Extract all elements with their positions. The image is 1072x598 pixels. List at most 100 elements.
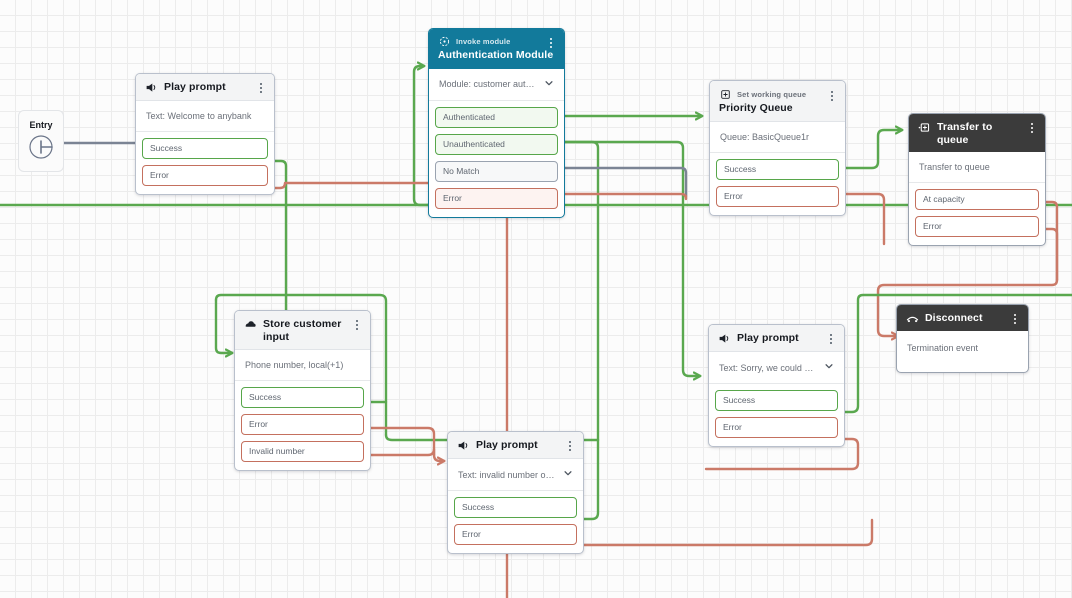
wire-transfer-error [1044, 227, 1059, 282]
wire-transfer-capacity [1044, 200, 1059, 282]
entry-node[interactable]: Entry [18, 110, 64, 172]
node-menu-icon[interactable] [1010, 312, 1020, 324]
node-body: Text: invalid number or s... [448, 459, 583, 491]
node-menu-icon[interactable] [256, 81, 266, 93]
port-success[interactable]: Success [454, 497, 577, 518]
node-header: Play prompt [709, 325, 844, 352]
node-ports: At capacity Error [909, 183, 1045, 245]
node-body: Text: Sorry, we could not... [709, 352, 844, 384]
node-body-text: Text: invalid number or s... [458, 469, 557, 480]
wire-into-play-invalid [432, 453, 444, 461]
port-no-match[interactable]: No Match [435, 160, 558, 182]
wire-invalid-error [581, 518, 874, 547]
node-body: Termination event [897, 331, 1028, 372]
port-authenticated[interactable]: Authenticated [435, 106, 558, 128]
phone-hangup-icon [906, 312, 919, 325]
entry-circle-icon [29, 135, 53, 159]
node-set-working-queue[interactable]: Set working queue Priority Queue Queue: … [709, 80, 846, 216]
wire-store-invalid [369, 447, 436, 457]
node-title: Transfer to queue [937, 121, 993, 146]
node-title: Authentication Module [438, 49, 554, 61]
node-title: Store customer input [263, 318, 342, 343]
port-error[interactable]: Error [915, 216, 1039, 237]
wire-store-error [369, 426, 436, 457]
node-subtitle: Set working queue [737, 90, 807, 99]
wire-invalid-success [581, 438, 600, 521]
wire-transfer-to-disconnect [876, 278, 1059, 336]
chevron-down-icon[interactable] [824, 361, 834, 374]
wire-into-store-input [214, 298, 232, 353]
node-header: Transfer to queue [909, 114, 1045, 152]
node-ports: Success Error [710, 153, 845, 215]
node-header: Invoke module Authentication Module [429, 29, 564, 69]
node-body-text: Transfer to queue [919, 162, 990, 172]
node-ports: Authenticated Unauthenticated No Match E… [429, 101, 564, 217]
node-transfer-to-queue[interactable]: Transfer to queue Transfer to queue At c… [908, 113, 1046, 246]
node-body-text: Text: Sorry, we could not... [719, 362, 818, 373]
port-invalid-number[interactable]: Invalid number [241, 441, 364, 462]
set-queue-icon [719, 88, 732, 101]
node-header: Play prompt [448, 432, 583, 459]
wire-queue-success [843, 130, 902, 170]
node-body-text: Phone number, local(+1) [245, 360, 344, 370]
entry-label: Entry [29, 120, 53, 130]
port-error[interactable]: Error [241, 414, 364, 435]
port-success[interactable]: Success [715, 390, 838, 411]
node-title: Priority Queue [719, 102, 793, 114]
port-success[interactable]: Success [716, 158, 839, 180]
node-play-prompt-welcome[interactable]: Play prompt Text: Welcome to anybank Suc… [135, 73, 275, 195]
node-menu-icon[interactable] [827, 89, 837, 101]
node-body-text: Queue: BasicQueue1r [720, 131, 810, 142]
chevron-down-icon[interactable] [544, 78, 554, 91]
keypad-input-icon [244, 318, 257, 331]
speaker-icon [145, 81, 158, 94]
node-body-text: Text: Welcome to anybank [146, 111, 252, 121]
node-authentication-module[interactable]: Invoke module Authentication Module Modu… [428, 28, 565, 218]
transfer-queue-icon [918, 121, 931, 134]
node-menu-icon[interactable] [1027, 121, 1037, 133]
node-title: Play prompt [476, 439, 538, 451]
port-success[interactable]: Success [142, 138, 268, 159]
port-error[interactable]: Error [716, 185, 839, 207]
port-error[interactable]: Error [715, 417, 838, 438]
module-invoke-icon [438, 35, 451, 48]
wire-sorry-success [843, 293, 1072, 414]
wire-sorry-error [704, 437, 860, 471]
node-title: Play prompt [737, 332, 799, 344]
node-body: Text: Welcome to anybank [136, 101, 274, 132]
node-body: Queue: BasicQueue1r [710, 122, 845, 153]
port-error[interactable]: Error [435, 187, 558, 209]
speaker-icon [457, 439, 470, 452]
port-error[interactable]: Error [142, 165, 268, 186]
node-title: Play prompt [164, 81, 226, 93]
node-menu-icon[interactable] [826, 332, 836, 344]
node-ports: Success Error [709, 384, 844, 446]
wire-auth-error-join [563, 192, 688, 201]
node-header: Set working queue Priority Queue [710, 81, 845, 122]
node-menu-icon[interactable] [565, 439, 575, 451]
node-subtitle: Invoke module [456, 37, 511, 46]
node-header: Store customer input [235, 311, 370, 350]
wire-unauth-down [563, 140, 600, 442]
node-disconnect[interactable]: Disconnect Termination event [896, 304, 1029, 373]
wire-queue-error [843, 192, 886, 246]
node-ports: Success Error [136, 132, 274, 194]
node-body: Transfer to queue [909, 152, 1045, 183]
wire-unauth-to-sorry [563, 140, 700, 376]
chevron-down-icon[interactable] [563, 468, 573, 481]
node-body-text: Termination event [907, 343, 979, 353]
node-menu-icon[interactable] [546, 36, 556, 48]
port-at-capacity[interactable]: At capacity [915, 189, 1039, 210]
port-unauthenticated[interactable]: Unauthenticated [435, 133, 558, 155]
wire-store-input-feed-top [214, 293, 388, 437]
node-play-prompt-sorry[interactable]: Play prompt Text: Sorry, we could not...… [708, 324, 845, 447]
node-play-prompt-invalid[interactable]: Play prompt Text: invalid number or s...… [447, 431, 584, 554]
node-body: Module: customer authen... [429, 69, 564, 101]
node-menu-icon[interactable] [352, 318, 362, 330]
node-store-customer-input[interactable]: Store customer input Phone number, local… [234, 310, 371, 471]
node-ports: Success Error Invalid number [235, 381, 370, 470]
port-success[interactable]: Success [241, 387, 364, 408]
port-error[interactable]: Error [454, 524, 577, 545]
speaker-icon [718, 332, 731, 345]
